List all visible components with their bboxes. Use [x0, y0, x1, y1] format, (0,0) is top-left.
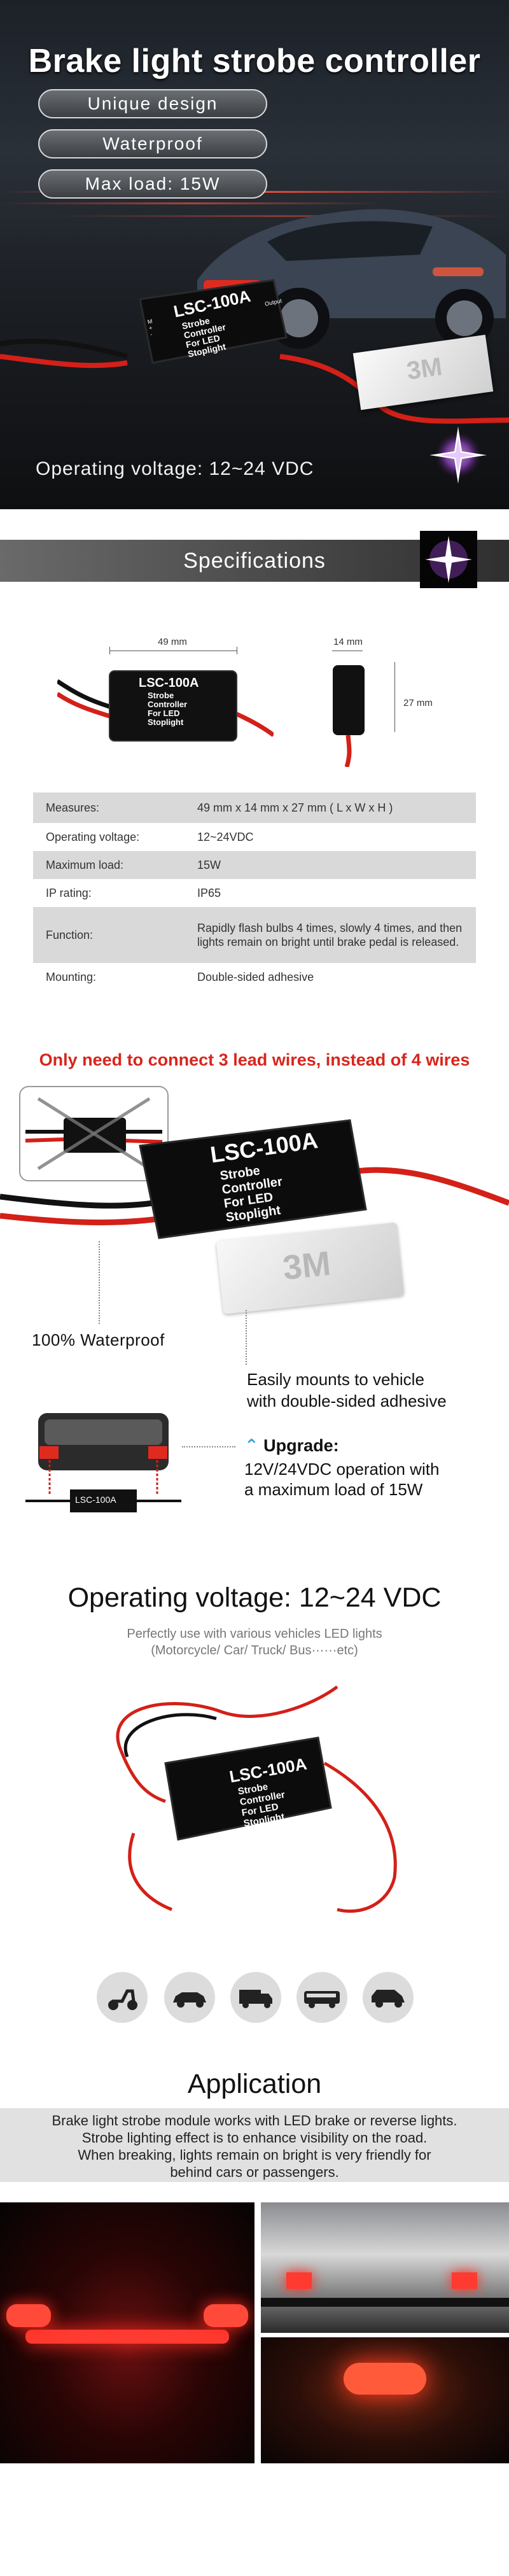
- light-streak: [51, 215, 509, 217]
- feature-pill: Max load: 15W: [38, 169, 267, 199]
- scooter-icon: [97, 1972, 148, 2023]
- upgrade-chevron-icon: ⌃: [244, 1436, 259, 1455]
- spec-label: Measures:: [46, 801, 100, 814]
- spec-row: Measures: 49 mm x 14 mm x 27 mm ( L x W x…: [33, 792, 476, 823]
- brand-star-icon: [425, 536, 472, 583]
- spec-label: Mounting:: [46, 970, 97, 983]
- spec-value: 12~24VDC: [197, 830, 254, 843]
- feature-pill: Waterproof: [38, 129, 267, 158]
- suv-icon: [363, 1972, 414, 2023]
- module-front-image: [57, 670, 274, 742]
- voltage-heading: Operating voltage: 12~24 VDC: [67, 1582, 442, 1613]
- bus-icon: [296, 1972, 347, 2023]
- spec-row: Maximum load: 15W: [33, 851, 476, 879]
- module-model-label: LSC-100A: [139, 676, 199, 690]
- controller-module-image: [116, 1685, 397, 1913]
- hero-banner: Brake light strobe controller Unique des…: [0, 0, 509, 509]
- truck-icon: [230, 1972, 281, 2023]
- controller-wiring-image: [0, 1119, 509, 1239]
- mount-line: Easily mounts to vehicle: [247, 1370, 424, 1389]
- spec-row: Mounting: Double-sided adhesive: [33, 963, 476, 991]
- voltage-subtitle: Perfectly use with various vehicles LED …: [127, 1627, 382, 1658]
- brand-star-icon: [429, 426, 487, 484]
- callout-line: [99, 1241, 100, 1324]
- spec-label: IP rating:: [46, 886, 92, 899]
- application-description-box: [0, 2108, 509, 2182]
- upgrade-title: ⌃ Upgrade:: [244, 1436, 339, 1455]
- callout-line: [182, 1446, 235, 1447]
- motorcycle-light-photo: [261, 2337, 509, 2463]
- spec-value: 49 mm x 14 mm x 27 mm ( L x W x H ): [197, 801, 393, 814]
- spec-value: IP65: [197, 886, 221, 899]
- spec-value: 15W: [197, 858, 221, 871]
- light-streak: [0, 202, 382, 204]
- spec-row: IP rating: IP65: [33, 879, 476, 907]
- dim-width-label: 49 mm: [158, 637, 187, 647]
- car-tail-lights-photo: [0, 2202, 254, 2463]
- dim-height-label: 27 mm: [403, 698, 433, 708]
- trailer-lights-photo: [261, 2202, 509, 2333]
- specifications-table: Measures: 49 mm x 14 mm x 27 mm ( L x W x…: [33, 792, 476, 991]
- module-side-image: [333, 665, 365, 767]
- truck-module-label: LSC-100A: [75, 1495, 116, 1505]
- brand-logo-box: [420, 531, 477, 588]
- spec-row: Operating voltage: 12~24VDC: [33, 823, 476, 851]
- controller-module-image: [139, 279, 288, 364]
- dim-depth-label: 14 mm: [333, 637, 363, 647]
- wire-graphic: [0, 339, 509, 424]
- spec-value: Rapidly flash bulbs 4 times, slowly 4 ti…: [197, 922, 463, 948]
- upgrade-text: 12V/24VDC operation with a maximum load …: [244, 1460, 440, 1499]
- mount-line: with double-sided adhesive: [247, 1391, 447, 1411]
- feature-pill: Unique design: [38, 89, 267, 118]
- car-icon: [164, 1972, 215, 2023]
- spec-label: Operating voltage:: [46, 830, 140, 843]
- application-description: Brake light strobe module works with LED…: [52, 2113, 457, 2180]
- truck-rear-image: [25, 1413, 181, 1512]
- dim-line: [394, 662, 395, 732]
- hero-voltage: Operating voltage: 12~24 VDC: [36, 458, 314, 479]
- callout-line: [246, 1310, 247, 1365]
- hero-title: Brake light strobe controller: [28, 43, 481, 80]
- old-wiring-inset: [19, 1086, 169, 1181]
- wires-headline: Only need to connect 3 lead wires, inste…: [39, 1050, 470, 1069]
- sticker-3m-text: 3M: [281, 1244, 333, 1288]
- mount-text: Easily mounts to vehicle with double-sid…: [247, 1369, 447, 1412]
- application-heading: Application: [187, 2069, 322, 2099]
- spec-label: Function:: [46, 928, 94, 941]
- dim-tick: [109, 647, 110, 654]
- spec-value: Double-sided adhesive: [197, 970, 314, 983]
- spec-label: Maximum load:: [46, 858, 124, 871]
- spec-row: Function: Rapidly flash bulbs 4 times, sl…: [33, 907, 476, 963]
- waterproof-text: 100% Waterproof: [32, 1330, 165, 1349]
- specifications-bar: Specifications: [0, 531, 509, 588]
- sticker-3m-text: 3M: [405, 353, 444, 386]
- specifications-heading: Specifications: [183, 549, 326, 573]
